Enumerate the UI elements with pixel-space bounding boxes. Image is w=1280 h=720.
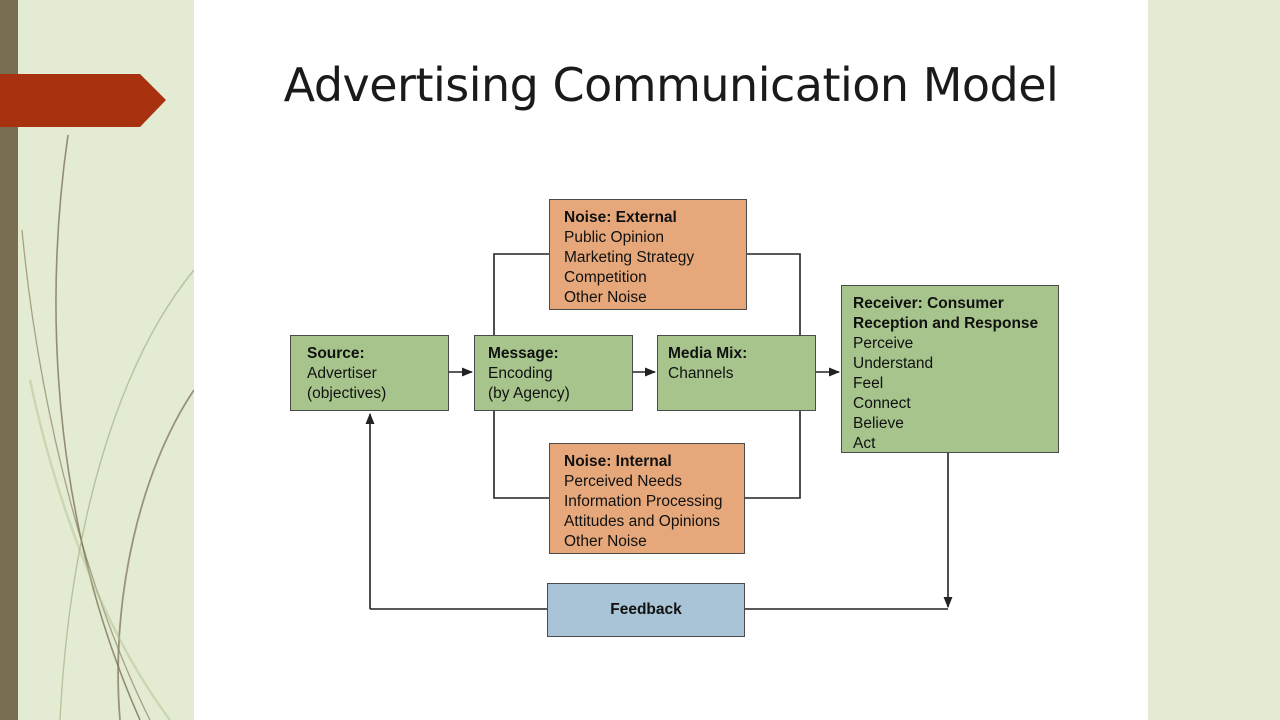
noise-internal-line: Information Processing [564, 493, 723, 510]
source-line: Advertiser [307, 365, 377, 382]
source-title: Source: [307, 345, 365, 362]
slide-title: Advertising Communication Model [283, 58, 1059, 112]
noise-external-line: Marketing Strategy [564, 249, 695, 266]
message-title: Message: [488, 345, 559, 362]
message-line: (by Agency) [488, 385, 570, 402]
noise-external-title: Noise: External [564, 209, 677, 226]
receiver-box: Receiver: Consumer Reception and Respons… [841, 285, 1059, 453]
title-accent-arrow [0, 74, 166, 127]
noise-internal-title: Noise: Internal [564, 453, 672, 470]
receiver-title: Reception and Response [853, 315, 1039, 332]
line-noise-internal-to-media [745, 411, 801, 499]
line-message-to-noise-internal [493, 411, 549, 499]
noise-internal-line: Perceived Needs [564, 473, 683, 490]
source-box: Source: Advertiser (objectives) [290, 335, 449, 411]
noise-internal-line: Attitudes and Opinions [564, 513, 720, 530]
receiver-line: Understand [853, 355, 934, 372]
media-mix-line: Channels [668, 365, 734, 382]
decorative-swooshes [21, 134, 195, 720]
receiver-line: Believe [853, 415, 904, 432]
line-noise-external-to-media [747, 253, 801, 335]
noise-internal-box: Noise: Internal Perceived Needs Informat… [549, 443, 745, 554]
noise-external-line: Competition [564, 269, 647, 286]
media-mix-box: Media Mix: Channels [657, 335, 816, 411]
message-line: Encoding [488, 365, 553, 382]
receiver-line: Feel [853, 375, 884, 392]
feedback-label: Feedback [610, 601, 682, 618]
feedback-box: Feedback [547, 583, 745, 637]
media-mix-title: Media Mix: [668, 345, 748, 362]
receiver-line: Connect [853, 395, 911, 412]
noise-external-line: Other Noise [564, 289, 647, 306]
receiver-title: Receiver: Consumer [853, 295, 1004, 312]
message-box: Message: Encoding (by Agency) [474, 335, 633, 411]
receiver-line: Act [853, 435, 876, 452]
left-side-bar [0, 0, 18, 720]
noise-external-line: Public Opinion [564, 229, 664, 246]
source-line: (objectives) [307, 385, 387, 402]
noise-internal-line: Other Noise [564, 533, 647, 550]
line-message-to-noise-external [493, 253, 549, 335]
receiver-line: Perceive [853, 335, 914, 352]
noise-external-box: Noise: External Public Opinion Marketing… [549, 199, 747, 310]
